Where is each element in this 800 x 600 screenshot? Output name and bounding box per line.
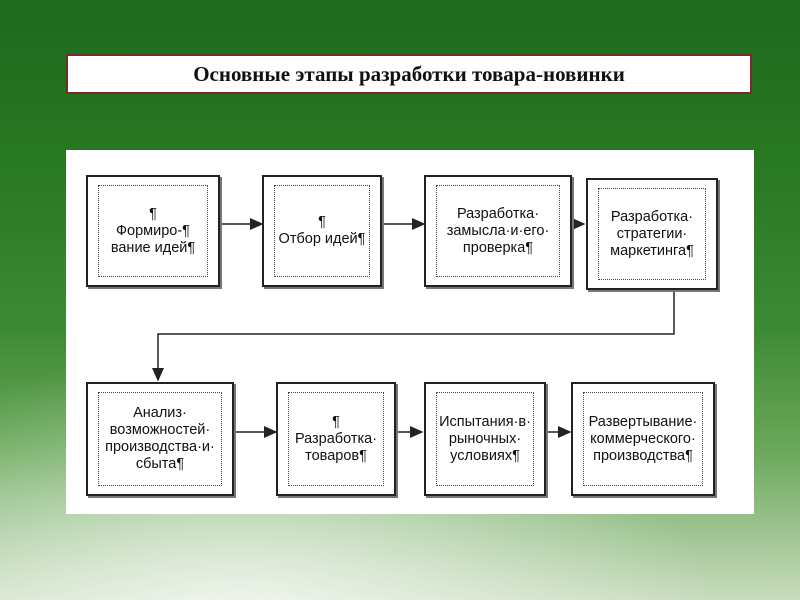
step-label: Испытания·в· рыночных· условиях¶ [436, 392, 534, 486]
step-commercialization: Развертывание· коммерческого· производст… [571, 382, 715, 496]
step-label: ¶ Формиро-¶ вание идей¶ [98, 185, 208, 277]
connector-arrows [152, 218, 675, 438]
step-label: ¶ Отбор идей¶ [274, 185, 370, 277]
step-marketing-strategy: Разработка· стратегии· маркетинга¶ [586, 178, 718, 290]
step-label: Разработка· стратегии· маркетинга¶ [598, 188, 706, 280]
step-idea-generation: ¶ Формиро-¶ вание идей¶ [86, 175, 220, 287]
step-idea-selection: ¶ Отбор идей¶ [262, 175, 382, 287]
step-label: Развертывание· коммерческого· производст… [583, 392, 703, 486]
step-product-development: ¶ Разработка· товаров¶ [276, 382, 396, 496]
arrow-wrap [152, 290, 675, 382]
step-label: Анализ· возможностей· производства·и· сб… [98, 392, 222, 486]
step-concept-development: Разработка· замысла·и·его· проверка¶ [424, 175, 572, 287]
page-title: Основные этапы разработки товара-новинки [193, 61, 625, 86]
step-label: Разработка· замысла·и·его· проверка¶ [436, 185, 560, 277]
step-market-testing: Испытания·в· рыночных· условиях¶ [424, 382, 546, 496]
step-label: ¶ Разработка· товаров¶ [288, 392, 384, 486]
step-business-analysis: Анализ· возможностей· производства·и· сб… [86, 382, 234, 496]
diagram-panel: ¶ Формиро-¶ вание идей¶ ¶ Отбор идей¶ Ра… [66, 150, 754, 514]
title-box: Основные этапы разработки товара-новинки [66, 54, 752, 94]
